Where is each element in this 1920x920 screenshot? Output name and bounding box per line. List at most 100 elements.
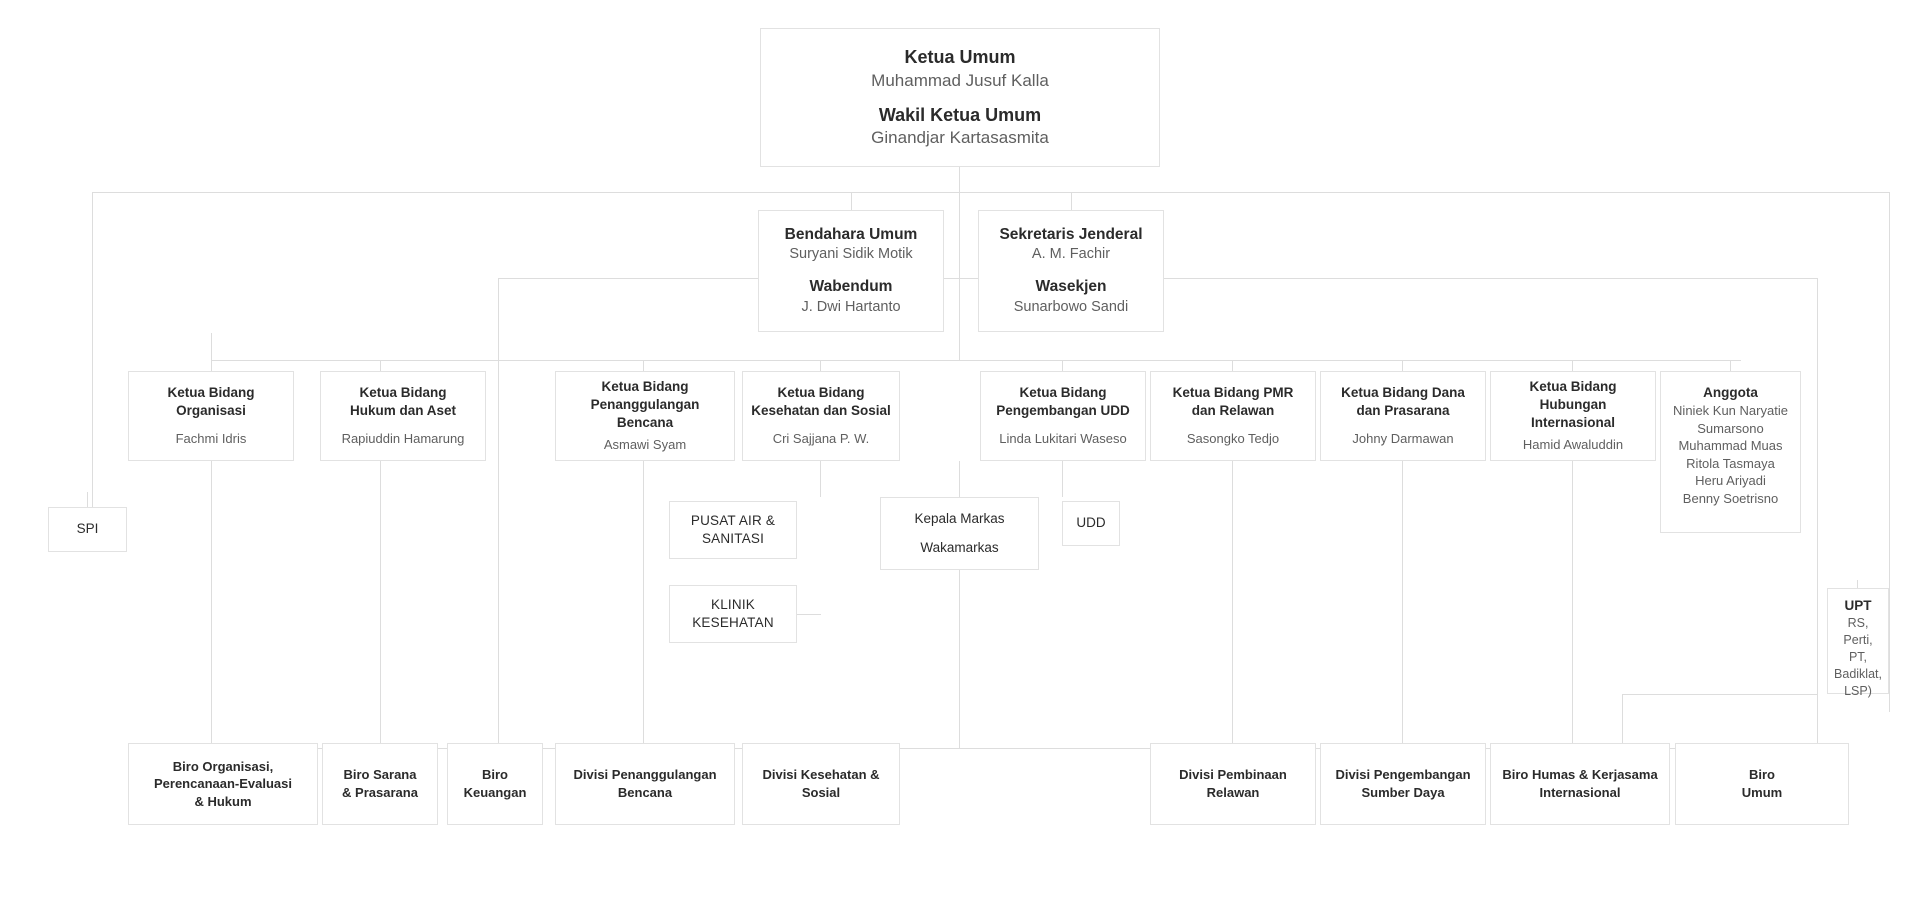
root-title-2: Wakil Ketua Umum [878,104,1042,125]
node-biro-organisasi-perencanaan-evaluasi-hukum[interactable]: Biro Organisasi, Perencanaan-Evaluasi & … [128,743,318,825]
node-bidang-organisasi[interactable]: Ketua Bidang Organisasi Fachmi Idris [128,371,294,461]
connector-bidang4-down [820,461,821,497]
connector-bidang-stem-6 [1232,360,1233,371]
connector-bidang-stem-2 [380,360,381,371]
connector-spi-stem [87,492,88,507]
upt-detail-3: Badiklat, [1834,666,1882,681]
node-upt[interactable]: UPT RS, Perti, PT, Badiklat, LSP) [1827,588,1889,698]
klinik-line-1: KLINIK [711,596,755,612]
bidang-2-title-line1: Ketua Bidang [359,385,447,400]
node-biro-umum[interactable]: Biro Umum [1675,743,1849,825]
connector-bidang-stem-4 [820,360,821,371]
bendahara-title-2: Wabendum [809,278,893,295]
connector-bidang3-down [643,461,644,748]
node-biro-keuangan[interactable]: Biro Keuangan [447,743,543,825]
connector-upt-bus [1622,694,1817,695]
bottom-9-line-2: Umum [1741,785,1783,800]
node-biro-sarana-prasarana[interactable]: Biro Sarana & Prasarana [322,743,438,825]
bidang-4-title-line2: Kesehatan dan Sosial [751,403,891,419]
markas-line-2: Wakamarkas [920,539,999,555]
node-bendahara-umum[interactable]: Bendahara Umum Suryani Sidik Motik Waben… [758,210,944,332]
connector-secondary-right-drop [1817,278,1818,748]
sekjen-title-2: Wasekjen [1035,278,1107,295]
root-name-2: Ginandjar Kartasasmita [871,127,1049,147]
node-divisi-pembinaan-relawan[interactable]: Divisi Pembinaan Relawan [1150,743,1316,825]
node-divisi-kesehatan-sosial[interactable]: Divisi Kesehatan & Sosial [742,743,900,825]
node-anggota[interactable]: Anggota Niniek Kun Naryatie Sumarsono Mu… [1660,371,1801,533]
connector-bidang-stem-5 [1062,360,1063,371]
node-bidang-pengembangan-udd[interactable]: Ketua Bidang Pengembangan UDD Linda Luki… [980,371,1146,461]
sekjen-name-1: A. M. Fachir [1031,246,1111,263]
bendahara-name-2: J. Dwi Hartanto [801,298,901,315]
connector-bendahara-stem [851,192,852,210]
bidang-3-title-line2: Penanggulangan Bencana [590,397,700,431]
bottom-2-line-2: & Prasarana [342,785,418,800]
node-bidang-dana-dan-prasarana[interactable]: Ketua Bidang Dana dan Prasarana Johny Da… [1320,371,1486,461]
connector-anggota-stem [1730,360,1731,371]
connector-bidang6-down [1232,461,1233,748]
connector-upt-stem [1857,580,1858,588]
sekjen-title-1: Sekretaris Jenderal [999,225,1143,243]
udd-label: UDD [1076,515,1106,531]
bidang-4-title-line1: Ketua Bidang [777,385,865,400]
anggota-member-1: Niniek Kun Naryatie [1673,403,1788,419]
bidang-2-title-line2: Hukum dan Aset [349,403,457,419]
klinik-line-2: KESEHATAN [692,615,774,630]
node-klinik-kesehatan[interactable]: KLINIK KESEHATAN [669,585,797,643]
connector-bidang-stem-8 [1572,360,1573,371]
connector-bidang-stem-3 [643,360,644,371]
node-biro-humas-kerjasama-internasional[interactable]: Biro Humas & Kerjasama Internasional [1490,743,1670,825]
bottom-9-line-1: Biro [1749,767,1775,783]
connector-sekjen-stem [1071,192,1072,210]
bottom-3-line-1: Biro [482,767,508,783]
bidang-6-name: Sasongko Tedjo [1186,431,1280,447]
root-name-1: Muhammad Jusuf Kalla [871,70,1049,90]
anggota-member-3: Muhammad Muas [1678,438,1783,454]
node-pusat-air-sanitasi[interactable]: PUSAT AIR & SANITASI [669,501,797,559]
upt-title: UPT [1844,598,1872,613]
bendahara-title-1: Bendahara Umum [784,225,918,243]
node-bidang-hukum-dan-aset[interactable]: Ketua Bidang Hukum dan Aset Rapiuddin Ha… [320,371,486,461]
connector-bidang8-down [1572,461,1573,748]
bottom-5-line-1: Divisi Kesehatan & [762,767,880,783]
node-udd[interactable]: UDD [1062,501,1120,546]
bottom-5-line-2: Sosial [801,785,841,800]
node-sekretaris-jenderal[interactable]: Sekretaris Jenderal A. M. Fachir Wasekje… [978,210,1164,332]
upt-detail-1: RS, Perti, [1843,616,1873,648]
connector-bidang-bus [211,360,1741,361]
pusat-air-line-1: PUSAT AIR & [690,512,776,528]
bottom-1-line-3: & Hukum [194,793,252,809]
markas-line-1: Kepala Markas [914,511,1005,527]
bidang-8-name: Hamid Awaluddin [1522,437,1624,453]
connector-bidang-stem-1 [211,360,212,371]
bidang-1-title-line1: Ketua Bidang [167,385,255,400]
upt-detail-2: PT, [1848,649,1868,664]
connector-bottom-bus [245,748,1817,749]
node-bidang-hubungan-internasional[interactable]: Ketua Bidang Hubungan Internasional Hami… [1490,371,1656,461]
node-spi[interactable]: SPI [48,507,127,552]
upt-detail-4: LSP) [1844,683,1872,698]
bidang-6-title-line1: Ketua Bidang PMR [1172,385,1294,400]
connector-bidang-bus-left [211,333,212,360]
node-kepala-markas[interactable]: Kepala Markas Wakamarkas [880,497,1039,570]
bidang-1-title-line2: Organisasi [176,403,246,419]
connector-spi-drop [92,192,93,512]
connector-secondary-left-drop [498,278,499,748]
node-ketua-umum[interactable]: Ketua Umum Muhammad Jusuf Kalla Wakil Ke… [760,28,1160,167]
node-bidang-pmr-dan-relawan[interactable]: Ketua Bidang PMR dan Relawan Sasongko Te… [1150,371,1316,461]
connector-bidang7-down [1402,461,1403,748]
bidang-4-name: Cri Sajjana P. W. [772,431,870,447]
node-bidang-penanggulangan-bencana[interactable]: Ketua Bidang Penanggulangan Bencana Asma… [555,371,735,461]
bottom-3-line-2: Keuangan [463,785,527,800]
connector-upt-bus-drop [1622,694,1623,748]
bottom-7-line-2: Sumber Daya [1361,785,1445,800]
bottom-2-line-1: Biro Sarana [343,767,417,783]
anggota-member-2: Sumarsono [1697,420,1764,436]
anggota-member-4: Ritola Tasmaya [1686,455,1775,471]
node-bidang-kesehatan-dan-sosial[interactable]: Ketua Bidang Kesehatan dan Sosial Cri Sa… [742,371,900,461]
node-divisi-pengembangan-sumber-daya[interactable]: Divisi Pengembangan Sumber Daya [1320,743,1486,825]
anggota-title: Anggota [1703,385,1758,400]
node-divisi-penanggulangan-bencana[interactable]: Divisi Penanggulangan Bencana [555,743,735,825]
bendahara-name-1: Suryani Sidik Motik [789,246,913,263]
